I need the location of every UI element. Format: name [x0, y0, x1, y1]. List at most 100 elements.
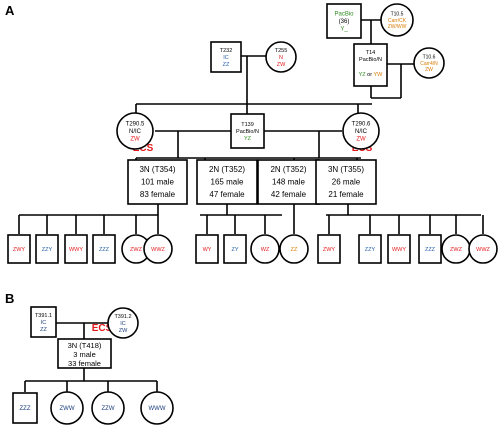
cross-box — [315, 159, 377, 205]
cross-box-line: 21 female — [328, 190, 364, 199]
symbol-label-line: T139 — [241, 122, 254, 128]
offspring-genotype: ZZZ — [20, 406, 31, 412]
offspring-genotype: ZY — [231, 247, 238, 253]
symbol-label-line: ZZ — [223, 62, 230, 68]
symbol-label-line: T10.5 — [391, 12, 404, 18]
offspring-genotype: WWZ — [476, 247, 490, 253]
symbol-label-line: T391.1 — [35, 313, 52, 319]
panel-a-label: A — [5, 3, 15, 18]
symbol-label-line: T391.2 — [114, 314, 131, 320]
offspring-genotype: ZZY — [365, 247, 376, 253]
offspring-male — [92, 234, 116, 264]
offspring-female — [140, 391, 174, 425]
offspring-female — [250, 234, 280, 264]
offspring-female — [279, 234, 309, 264]
offspring-genotype: ZZW — [102, 406, 115, 412]
symbol-label-line: YZ — [244, 136, 252, 142]
cross-box — [257, 159, 320, 205]
cross-box-line: 3 male — [73, 350, 96, 359]
symbol-label-line: IC — [223, 55, 229, 61]
symbol-label-line: Y_ — [340, 27, 348, 33]
offspring-genotype: WZ — [261, 247, 270, 253]
symbol-label-line: PacBio — [334, 12, 354, 18]
t14-genotype: YZ or YW — [359, 72, 384, 78]
offspring-male — [195, 234, 219, 264]
cross-box — [57, 338, 112, 369]
symbol-label-line: T290.6 — [352, 122, 371, 128]
offspring-male — [7, 234, 31, 264]
symbol-label-line: Carr4/N — [420, 61, 438, 67]
symbol-label-line: N — [279, 55, 283, 61]
symbol-label-line: T14 — [366, 50, 375, 56]
cross-box — [196, 159, 258, 205]
symbol-label-line: T232 — [220, 48, 233, 54]
symbol-label-line: N/IC — [129, 129, 142, 135]
offspring-male — [35, 234, 59, 264]
offspring-genotype: ZZZ — [425, 247, 436, 253]
symbol-label-line: PacBio/N — [359, 57, 382, 63]
offspring-genotype: WWY — [392, 247, 406, 253]
symbol-label-line: ZW — [130, 137, 140, 143]
offspring-genotype: ZWZ — [130, 247, 143, 253]
symbol-label-line: T10.6 — [423, 55, 436, 61]
offspring-genotype: ZZY — [42, 247, 53, 253]
symbol-label-line: ZW — [356, 137, 366, 143]
cross-box-line: 3N (T418) — [68, 341, 102, 350]
symbol-label-line: (36) — [339, 19, 350, 25]
symbol-label-line: ZW/WW — [388, 24, 407, 30]
offspring-female — [91, 391, 125, 425]
cross-box-line: 3N (T355) — [328, 165, 364, 174]
symbol-label-line: T290.5 — [126, 122, 145, 128]
symbol-label-line: PacBio/N — [236, 129, 259, 135]
offspring-male — [223, 234, 247, 264]
cross-box-line: 42 female — [271, 190, 307, 199]
offspring-male — [358, 234, 382, 264]
symbol-label-line: ZW — [425, 67, 433, 73]
offspring-male — [12, 392, 38, 424]
offspring-genotype: ZWY — [323, 247, 336, 253]
cross-box-line: 165 male — [211, 178, 244, 187]
ecs-label-panel-b: ECS — [92, 323, 113, 334]
cross-box — [127, 159, 188, 205]
offspring-genotype: WWZ — [151, 247, 165, 253]
symbol-label-line: ZW — [119, 328, 128, 334]
symbol-label-line: T255 — [275, 48, 288, 54]
offspring-female — [143, 234, 173, 264]
symbol-label-line: Carr/CK — [388, 18, 407, 24]
cross-result-boxes: 3N (T354) 101 male 83 female 2N (T352) 165 m… — [127, 159, 377, 205]
cross-box-line: 2N (T352) — [209, 165, 245, 174]
offspring-male — [387, 234, 411, 264]
offspring-male — [317, 234, 341, 264]
pedigree-lines — [18, 19, 484, 392]
panel-b-label: B — [5, 291, 14, 306]
offspring-genotype: ZWZ — [450, 247, 463, 253]
ecs-label-left: ECS — [133, 143, 154, 154]
symbol-label-line: IC — [41, 320, 47, 326]
cross-box-line: 3N (T354) — [139, 165, 175, 174]
cross-box-line: 148 male — [272, 178, 305, 187]
cross-box-line: 26 male — [332, 178, 361, 187]
founder-pacbio-male: PacBio(36) Y_ — [326, 3, 362, 39]
cross-box-line: 101 male — [141, 178, 174, 187]
offspring-genotype: ZWW — [60, 406, 75, 412]
offspring-female — [50, 391, 84, 425]
symbol-label-line: IC — [120, 321, 126, 327]
symbol-label-line: ZW — [277, 62, 286, 68]
offspring-genotype: ZZZ — [99, 247, 110, 253]
offspring-genotype: WWY — [69, 247, 83, 253]
offspring-genotype: WY — [203, 247, 212, 253]
offspring-female — [468, 234, 498, 264]
offspring-genotype: ZZ — [291, 247, 298, 253]
cross-box-line: 33 female — [68, 359, 101, 368]
symbol-label-line: ZZ — [40, 327, 47, 333]
cross-box-line: 83 female — [140, 190, 176, 199]
